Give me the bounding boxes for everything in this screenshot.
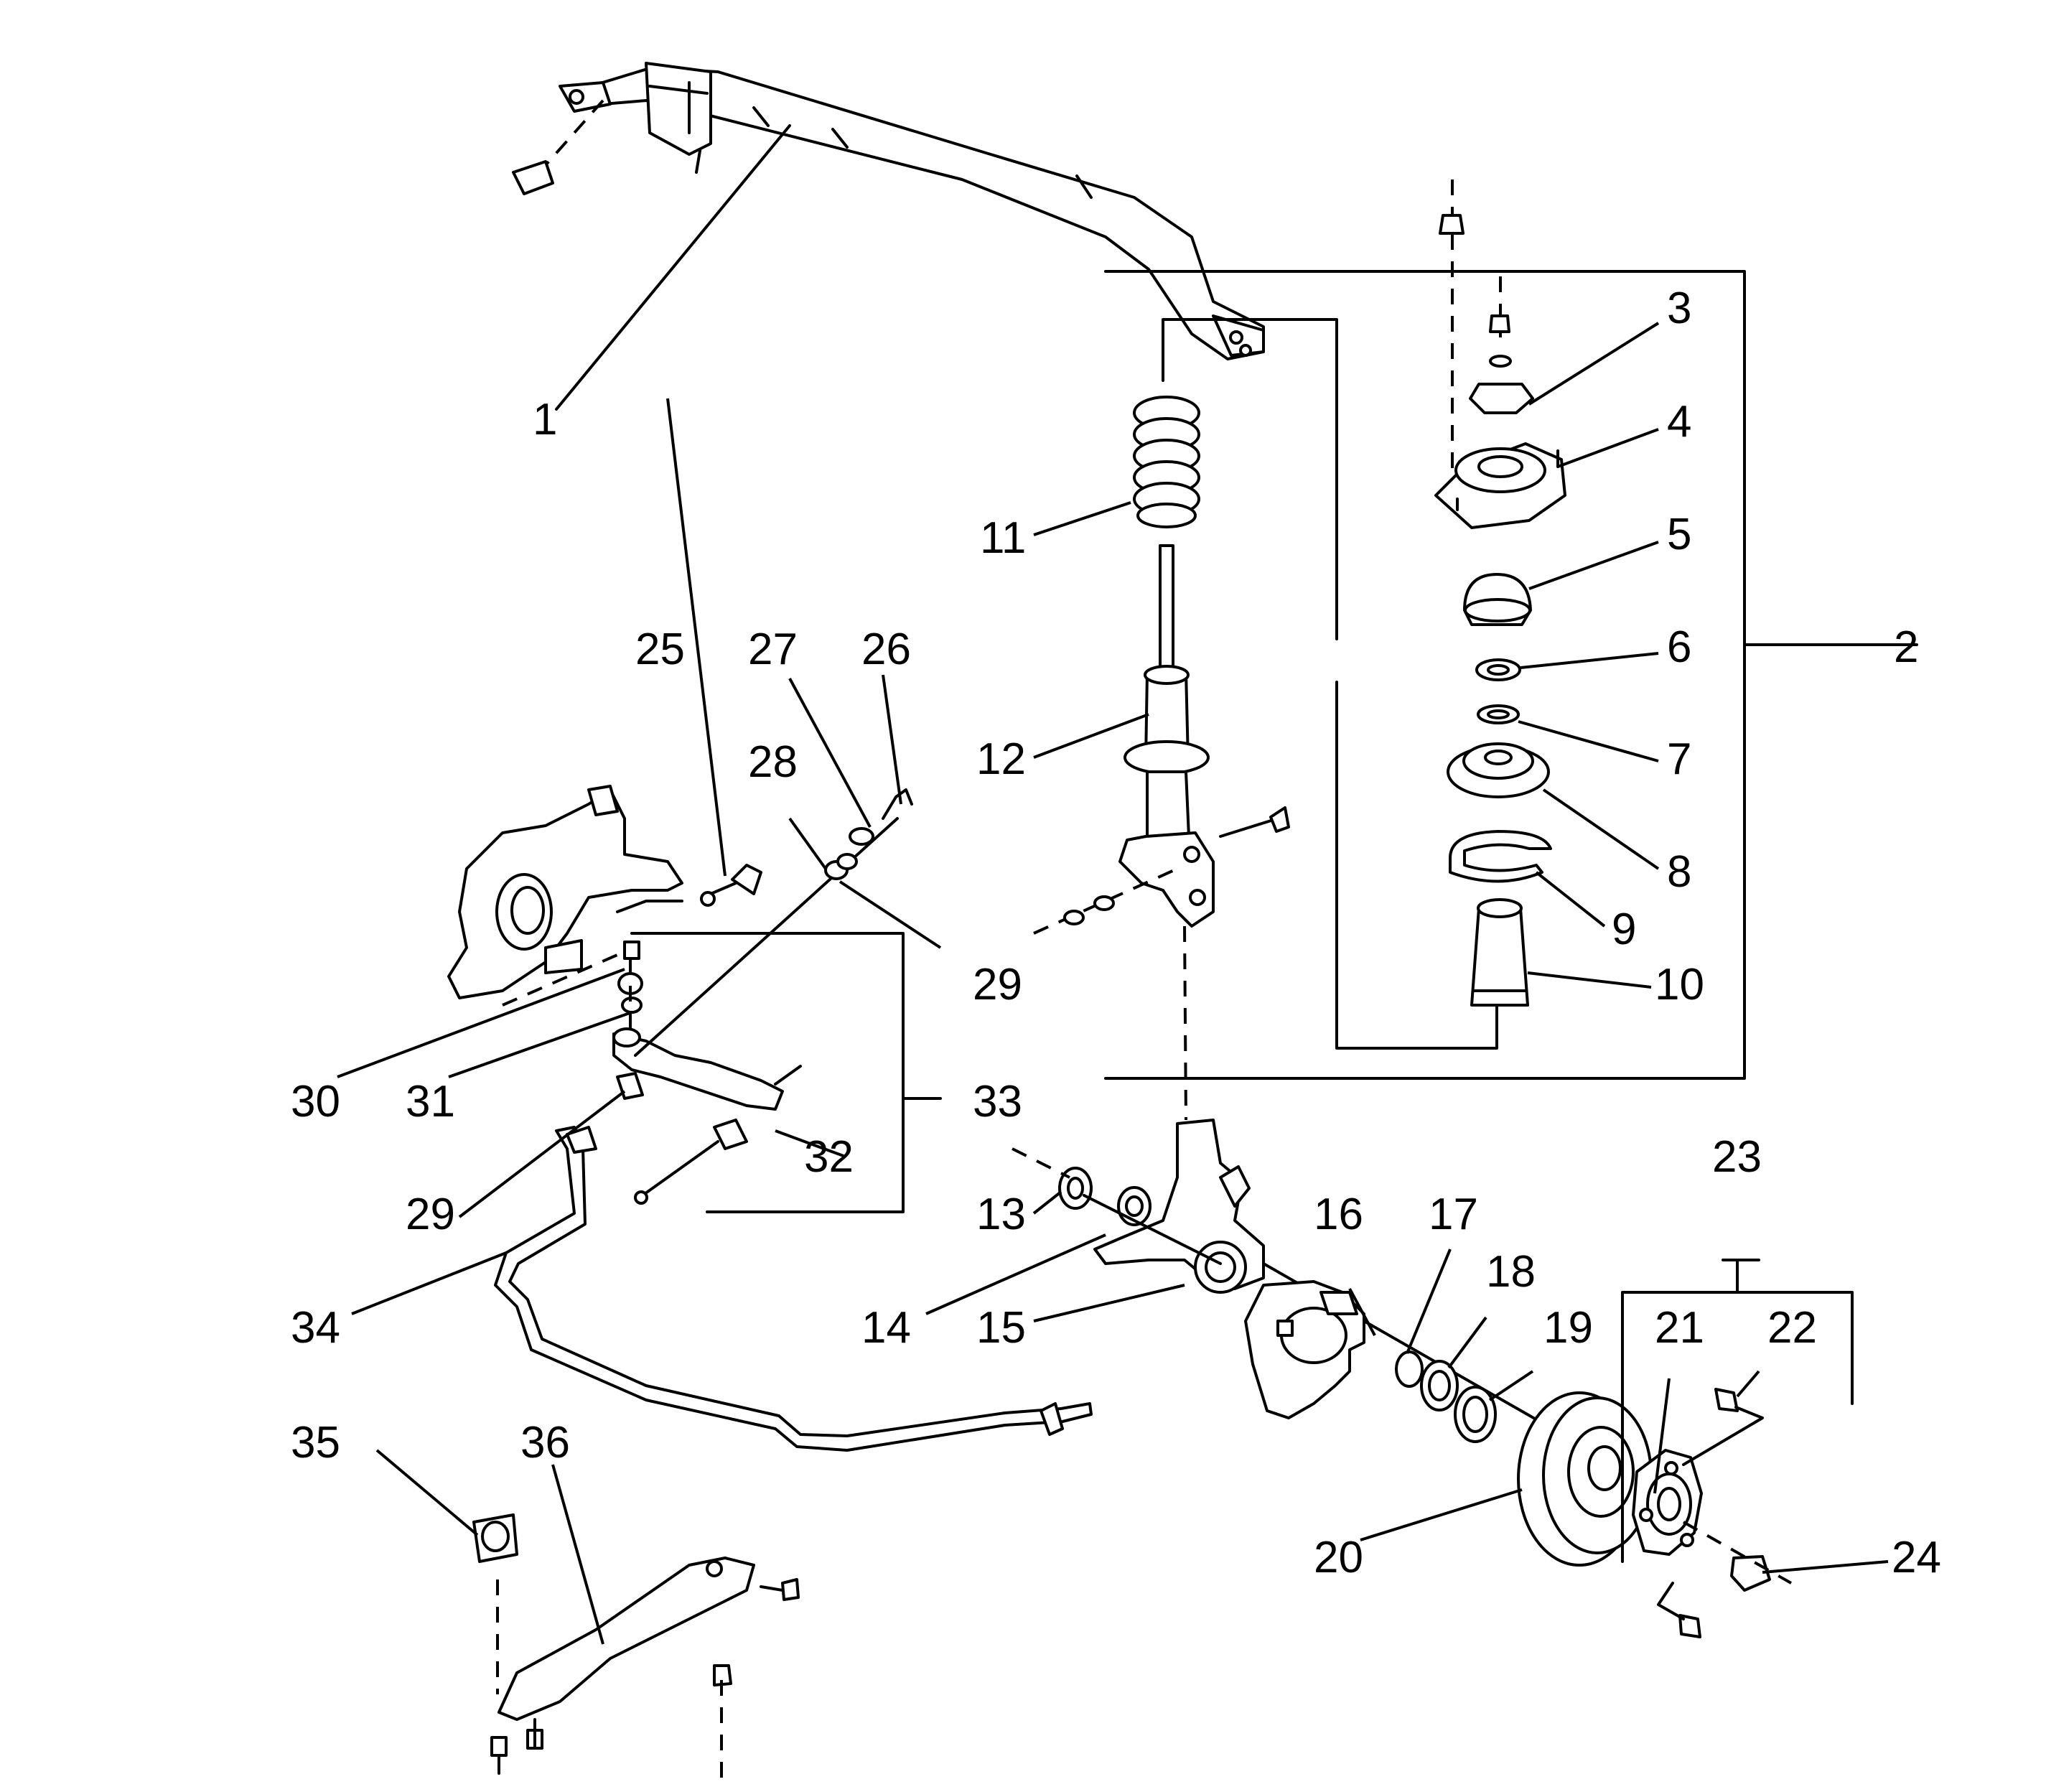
callout-15: 15 [976,1303,1026,1353]
callout-30: 30 [291,1077,340,1126]
leader-lines [337,322,1889,1645]
knuckle-assembly [1012,1119,1617,1466]
callout-35: 35 [291,1418,340,1467]
callout-2: 2 [1894,622,1918,672]
callout-20: 20 [1314,1533,1363,1582]
callout-29-lower: 29 [406,1190,455,1239]
stabilizer-bar-part [494,1126,1093,1452]
callout-21: 21 [1655,1303,1704,1353]
callout-10: 10 [1655,960,1704,1009]
control-arm-part [472,1513,800,1781]
callout-1: 1 [533,395,557,444]
callout-5: 5 [1667,510,1691,559]
callout-29-upper: 29 [973,960,1022,1009]
coil-spring-part [1133,396,1200,528]
callout-28: 28 [748,737,798,787]
callout-33: 33 [973,1077,1022,1126]
callout-31: 31 [406,1077,455,1126]
crossmember-part [512,62,1265,411]
callout-11: 11 [980,513,1026,563]
callout-32: 32 [804,1132,854,1182]
callout-36: 36 [520,1418,570,1467]
callout-9: 9 [1612,905,1636,954]
callout-22: 22 [1767,1303,1817,1353]
strut-part [1118,544,1290,928]
callout-17: 17 [1429,1190,1478,1239]
callout-25: 25 [635,625,685,674]
callout-26: 26 [861,625,911,674]
strut-assembly [1033,179,1918,1121]
callout-12: 12 [976,734,1026,784]
callout-23: 23 [1712,1132,1762,1182]
callout-18: 18 [1486,1247,1536,1297]
callout-4: 4 [1667,397,1691,447]
callout-19: 19 [1543,1303,1593,1353]
callout-16: 16 [1314,1190,1363,1239]
callout-13: 13 [976,1190,1026,1239]
hub-assembly [1244,1259,1854,1638]
callout-34: 34 [291,1303,340,1353]
callout-27: 27 [748,625,798,674]
callout-7: 7 [1667,734,1691,784]
callout-24: 24 [1892,1533,1941,1582]
rotor-part [1517,1391,1653,1567]
callout-14: 14 [861,1303,911,1353]
lower-arm-assembly [447,785,942,1213]
callout-labels: 1 2 3 4 5 6 7 8 9 10 11 12 13 14 15 16 1… [291,284,1941,1582]
callout-6: 6 [1667,622,1691,672]
callout-8: 8 [1667,847,1691,897]
callout-3: 3 [1667,284,1691,333]
